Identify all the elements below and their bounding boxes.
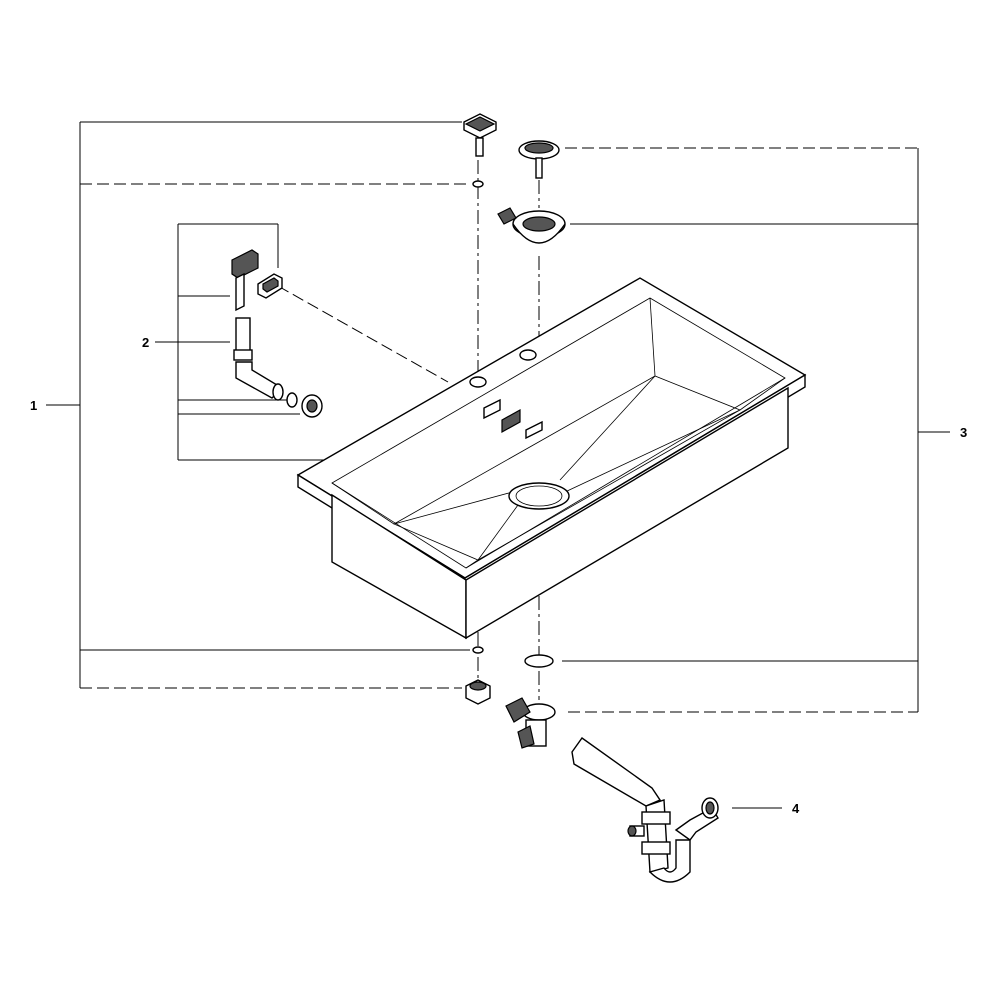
sink-basin <box>296 277 807 640</box>
bracket-3 <box>562 147 950 713</box>
tap-hole-cover <box>463 113 497 157</box>
overflow-ring <box>286 392 298 408</box>
overflow-grille <box>501 408 543 440</box>
strainer-basket <box>497 207 566 244</box>
siphon-trap <box>571 737 719 883</box>
callout-3: 3 <box>960 425 967 440</box>
strainer-plug <box>518 140 560 179</box>
callout-1: 1 <box>30 398 37 413</box>
tap-hole-washer-bottom <box>472 646 484 654</box>
bracket-1 <box>46 121 470 689</box>
overflow-cover <box>231 249 259 312</box>
overflow-pipe <box>233 317 284 401</box>
bracket-2 <box>155 223 480 461</box>
tap-hole-washer-top <box>472 180 484 188</box>
tap-hole-nut <box>465 679 491 705</box>
assembly-axes <box>277 160 540 700</box>
callout-2: 2 <box>142 335 149 350</box>
overflow-nut <box>301 394 323 418</box>
drain-outlet <box>505 697 556 749</box>
drain-washer <box>524 654 554 668</box>
callout-4: 4 <box>792 801 800 816</box>
overflow-gasket <box>257 273 283 299</box>
